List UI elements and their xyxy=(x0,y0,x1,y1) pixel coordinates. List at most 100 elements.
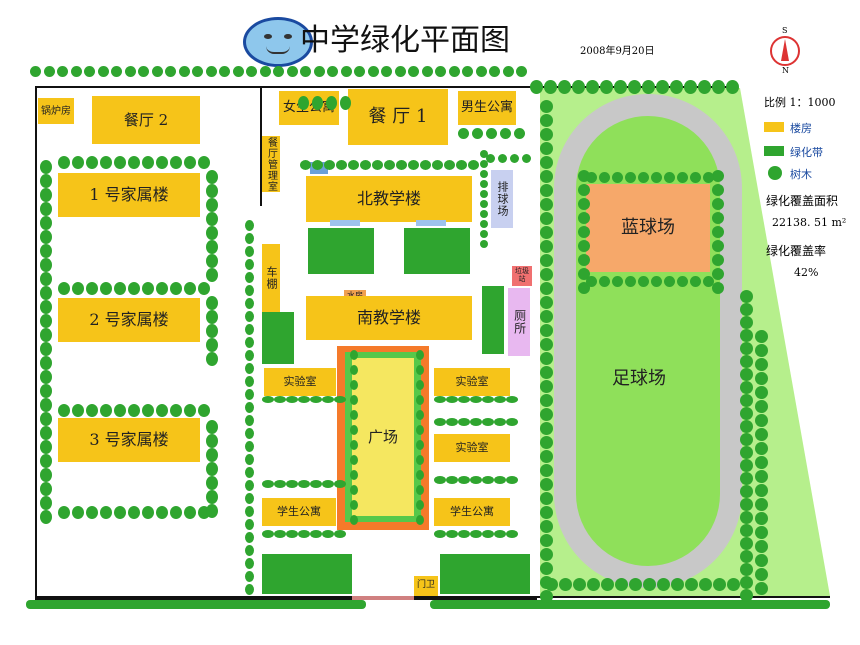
tree-icon xyxy=(475,66,487,77)
tree-icon xyxy=(740,550,753,563)
tree-icon xyxy=(206,462,218,476)
tree-icon xyxy=(685,578,698,591)
tree-icon xyxy=(416,350,424,360)
tree-icon xyxy=(540,170,553,183)
tree-icon xyxy=(458,476,470,484)
tree-icon xyxy=(740,433,753,446)
canteen-1: 餐 厅 1 xyxy=(348,89,448,145)
tree-icon xyxy=(494,476,506,484)
tree-icon xyxy=(84,66,95,77)
tree-icon xyxy=(755,414,768,427)
tree-icon xyxy=(740,381,753,394)
tree-icon xyxy=(712,184,724,196)
tree-icon xyxy=(40,300,52,314)
tree-icon xyxy=(322,396,334,403)
tree-icon xyxy=(156,156,168,169)
tree-icon xyxy=(472,128,483,139)
tree-icon xyxy=(198,156,210,169)
tree-icon xyxy=(97,66,109,77)
tree-icon xyxy=(245,389,254,400)
north-roof-strip-2 xyxy=(416,220,446,226)
tree-icon xyxy=(128,404,140,417)
tree-icon xyxy=(206,184,218,198)
tree-icon xyxy=(578,212,590,224)
tree-icon xyxy=(713,578,726,591)
tree-icon xyxy=(712,198,724,210)
tree-icon xyxy=(245,350,254,361)
tree-icon xyxy=(600,80,613,94)
tree-icon xyxy=(540,352,553,365)
tree-icon xyxy=(245,506,254,517)
tree-icon xyxy=(480,230,488,238)
tree-icon xyxy=(100,506,112,519)
tree-icon xyxy=(348,160,359,170)
tree-icon xyxy=(245,259,254,270)
tree-icon xyxy=(40,202,52,216)
tree-icon xyxy=(615,578,628,591)
tree-icon xyxy=(245,415,254,426)
tree-icon xyxy=(540,114,553,127)
tree-icon xyxy=(755,400,768,413)
tree-icon xyxy=(40,384,52,398)
tree-icon xyxy=(510,154,519,163)
tree-icon xyxy=(416,380,424,390)
tree-icon xyxy=(184,282,196,295)
map-title: 中学绿化平面图 xyxy=(300,23,510,58)
tree-icon xyxy=(245,376,254,387)
tree-icon xyxy=(755,330,768,343)
tree-icon xyxy=(298,96,309,110)
tree-icon xyxy=(470,396,482,403)
tree-icon xyxy=(310,530,322,538)
tree-icon xyxy=(755,540,768,553)
tree-icon xyxy=(350,425,358,435)
tree-icon xyxy=(350,350,358,360)
tree-icon xyxy=(273,66,284,77)
tree-icon xyxy=(755,554,768,567)
tree-icon xyxy=(219,66,230,77)
tree-icon xyxy=(372,160,383,170)
gate xyxy=(352,596,414,600)
tree-icon xyxy=(540,142,553,155)
tree-icon xyxy=(677,276,688,287)
tree-icon xyxy=(470,418,482,426)
tree-icon xyxy=(245,324,254,335)
tree-icon xyxy=(245,402,254,413)
tree-icon xyxy=(755,358,768,371)
basketball-court: 蓝球场 xyxy=(586,184,710,272)
tree-icon xyxy=(30,66,41,77)
tree-icon xyxy=(740,342,753,355)
tree-icon xyxy=(40,412,52,426)
tree-icon xyxy=(40,356,52,370)
tree-icon xyxy=(740,316,753,329)
tree-icon xyxy=(558,80,571,94)
tree-icon xyxy=(286,396,298,403)
tree-icon xyxy=(740,563,753,576)
tree-icon xyxy=(740,355,753,368)
tree-icon xyxy=(740,407,753,420)
south-lawn-right xyxy=(440,554,530,594)
legend-building-label: 楼房 xyxy=(790,122,812,135)
tree-icon xyxy=(712,212,724,224)
tree-icon xyxy=(540,492,553,505)
tree-icon xyxy=(86,156,98,169)
tree-icon xyxy=(740,303,753,316)
tree-icon xyxy=(456,160,467,170)
tree-icon xyxy=(755,386,768,399)
tree-icon xyxy=(601,578,614,591)
tree-icon xyxy=(540,184,553,197)
tree-icon xyxy=(262,480,274,488)
tree-icon xyxy=(699,578,712,591)
tree-icon xyxy=(350,500,358,510)
tree-icon xyxy=(274,396,286,403)
tree-icon xyxy=(489,66,500,77)
dorm-3: 3 号家属楼 xyxy=(58,418,200,462)
north-lawn-right xyxy=(404,228,470,274)
tree-icon xyxy=(70,66,82,77)
tree-icon xyxy=(40,342,52,356)
shed-lawn xyxy=(262,312,294,364)
tree-icon xyxy=(416,515,424,525)
tree-icon xyxy=(384,160,395,170)
legend-area-label: 绿化覆盖面积 xyxy=(766,194,839,208)
tree-icon xyxy=(540,240,553,253)
tree-icon xyxy=(755,372,768,385)
